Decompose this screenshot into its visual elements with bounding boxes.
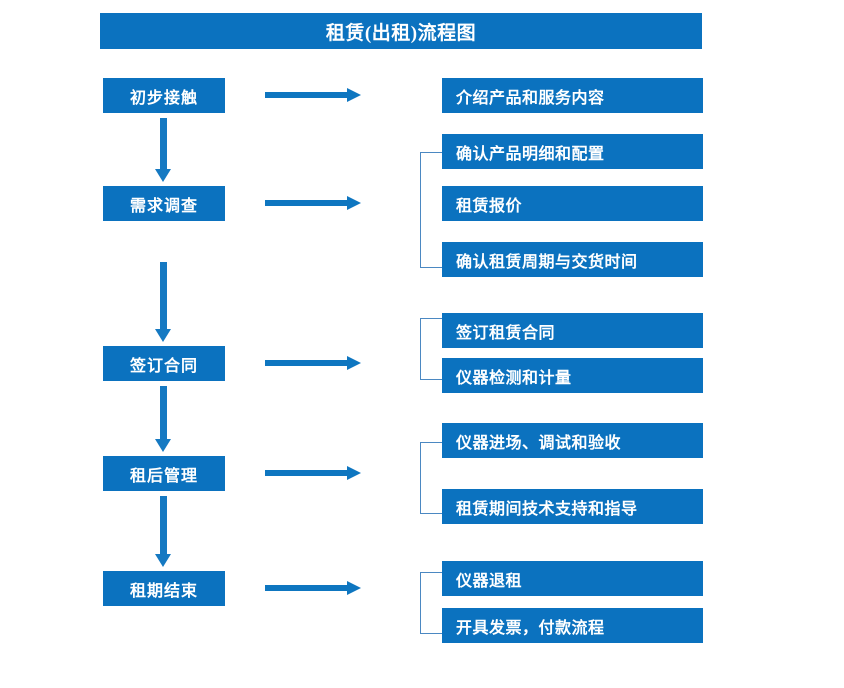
- detail-box-instrument-onsite-debug-acceptance[interactable]: 仪器进场、调试和验收: [442, 423, 703, 458]
- arrow-shaft: [265, 92, 349, 98]
- arrow-head: [347, 581, 361, 595]
- stage-box-chubu-jiechu[interactable]: 初步接触: [103, 78, 225, 113]
- detail-box-rental-quote[interactable]: 租赁报价: [442, 186, 703, 221]
- stage-box-zuhou-guanli[interactable]: 租后管理: [103, 456, 225, 491]
- arrow-shaft: [265, 470, 349, 476]
- detail-box-confirm-product-spec[interactable]: 确认产品明细和配置: [442, 134, 703, 169]
- stage-box-qianding-hetong[interactable]: 签订合同: [103, 346, 225, 381]
- detail-box-sign-rental-contract[interactable]: 签订租赁合同: [442, 313, 703, 348]
- right-arrow-stage5-to-details: [265, 581, 361, 595]
- detail-box-confirm-rental-period-delivery[interactable]: 确认租赁周期与交货时间: [442, 242, 703, 277]
- group-bracket-stage3: [420, 318, 442, 380]
- arrow-shaft: [160, 118, 167, 169]
- diagram-title: 租赁(出租)流程图: [100, 13, 702, 49]
- arrow-shaft: [265, 585, 349, 591]
- right-arrow-stage3-to-details: [265, 356, 361, 370]
- arrow-head: [155, 439, 171, 452]
- detail-box-instrument-inspection-metering[interactable]: 仪器检测和计量: [442, 358, 703, 393]
- group-bracket-stage2: [420, 152, 442, 268]
- detail-box-rental-period-tech-support[interactable]: 租赁期间技术支持和指导: [442, 489, 703, 524]
- right-arrow-stage2-to-details: [265, 196, 361, 210]
- right-arrow-stage4-to-details: [265, 466, 361, 480]
- arrow-shaft: [160, 262, 167, 329]
- arrow-shaft: [160, 496, 167, 554]
- down-arrow-stage3-to-stage4: [155, 386, 171, 452]
- down-arrow-stage1-to-stage2: [155, 118, 171, 182]
- arrow-head: [155, 554, 171, 567]
- stage-box-zuqi-jieshu[interactable]: 租期结束: [103, 571, 225, 606]
- down-arrow-stage2-to-stage3: [155, 262, 171, 342]
- group-bracket-stage5: [420, 572, 442, 634]
- detail-box-instrument-return[interactable]: 仪器退租: [442, 561, 703, 596]
- arrow-head: [347, 466, 361, 480]
- group-bracket-stage4: [420, 442, 442, 514]
- right-arrow-stage1-to-details: [265, 88, 361, 102]
- arrow-shaft: [160, 386, 167, 439]
- arrow-head: [155, 329, 171, 342]
- arrow-head: [347, 88, 361, 102]
- arrow-head: [155, 169, 171, 182]
- detail-box-invoice-payment-process[interactable]: 开具发票，付款流程: [442, 608, 703, 643]
- detail-box-intro-products-services[interactable]: 介绍产品和服务内容: [442, 78, 703, 113]
- arrow-shaft: [265, 360, 349, 366]
- arrow-head: [347, 356, 361, 370]
- arrow-head: [347, 196, 361, 210]
- down-arrow-stage4-to-stage5: [155, 496, 171, 567]
- stage-box-xuqiu-diaocha[interactable]: 需求调查: [103, 186, 225, 221]
- arrow-shaft: [265, 200, 349, 206]
